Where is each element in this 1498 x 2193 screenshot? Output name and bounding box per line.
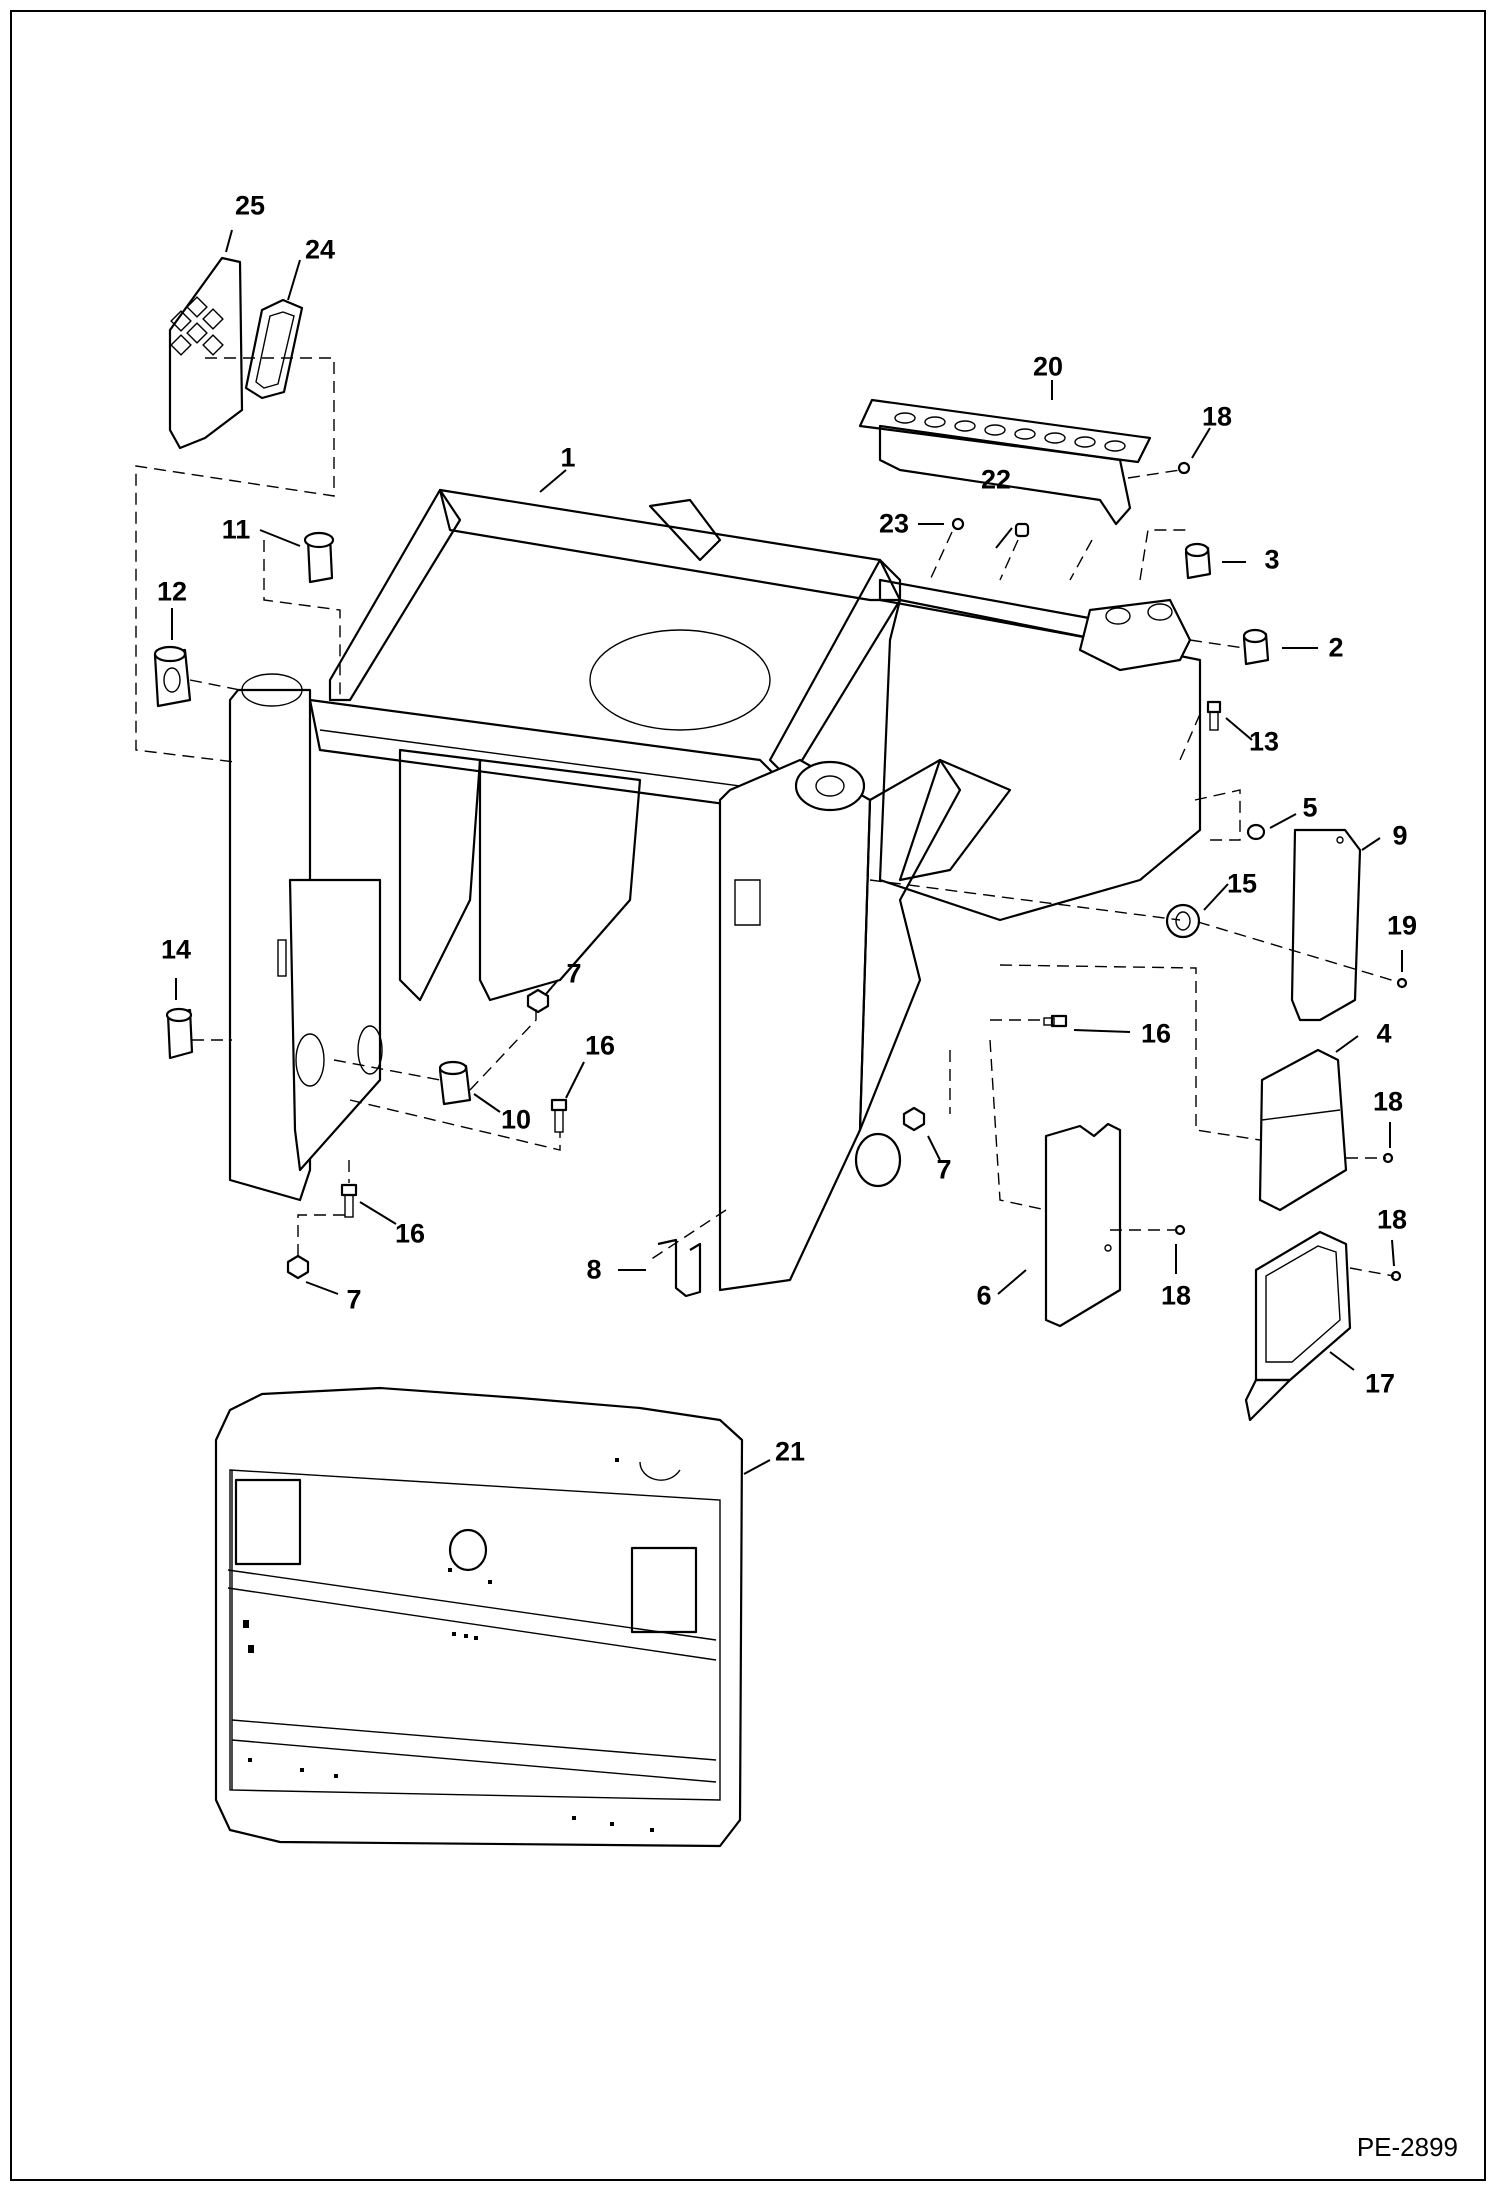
callout-2: 2 <box>1328 632 1344 663</box>
assembly-lines <box>135 357 1399 1277</box>
callout-16: 16 <box>1140 1018 1172 1049</box>
part-18-screw-c <box>1174 1224 1186 1236</box>
callout-9: 9 <box>1392 820 1408 851</box>
rear-pivot-bracket <box>1078 598 1192 672</box>
part-17-housing <box>1244 1230 1352 1422</box>
part-16-bolt-b <box>340 1183 358 1218</box>
callout-10: 10 <box>500 1104 532 1135</box>
callout-7: 7 <box>566 958 582 989</box>
callout-16: 16 <box>584 1030 616 1061</box>
part-5-nut <box>1246 823 1266 841</box>
right-upright <box>718 758 1012 1292</box>
part-20-bracket <box>858 398 1152 526</box>
part-24-gasket <box>244 298 304 400</box>
callout-18: 18 <box>1201 401 1233 432</box>
hardware-fasteners <box>286 461 1408 1282</box>
part-14-bushing <box>165 1007 194 1060</box>
callout-5: 5 <box>1302 792 1318 823</box>
left-upright <box>228 673 383 1202</box>
callout-6: 6 <box>976 1280 992 1311</box>
part-7-nut-a <box>526 988 550 1014</box>
part-12-bushing <box>153 645 192 708</box>
callout-23: 23 <box>878 508 910 539</box>
part-9-cover <box>1290 828 1362 1022</box>
callout-19: 19 <box>1386 910 1418 941</box>
callout-15: 15 <box>1226 868 1258 899</box>
part-25-panel <box>168 256 244 450</box>
callout-18: 18 <box>1372 1086 1404 1117</box>
part-16-bolt-a <box>550 1098 568 1133</box>
callout-11: 11 <box>221 514 251 545</box>
part-16-bolt-c <box>1043 1014 1068 1028</box>
page-border <box>10 10 1486 2181</box>
callout-24: 24 <box>304 234 336 265</box>
part-11-bushing <box>303 531 335 584</box>
callout-1: 1 <box>560 442 576 473</box>
part-19-screw <box>1396 977 1408 989</box>
callout-3: 3 <box>1264 544 1280 575</box>
part-10-bushing <box>438 1060 472 1106</box>
callout-18: 18 <box>1160 1280 1192 1311</box>
part-15-bushing <box>1165 903 1201 939</box>
callout-17: 17 <box>1364 1368 1396 1399</box>
callout-8: 8 <box>586 1254 602 1285</box>
callout-12: 12 <box>156 576 188 607</box>
callout-22: 22 <box>980 464 1012 495</box>
leader-lines <box>171 229 1403 1475</box>
callout-7: 7 <box>936 1154 952 1185</box>
part-6-panel <box>1044 1122 1122 1328</box>
part-7-nut-c <box>286 1254 310 1280</box>
part-4-cover <box>1258 1048 1348 1212</box>
part-22-plug <box>1014 522 1030 538</box>
part-8-clamp <box>657 1238 702 1298</box>
callout-18: 18 <box>1376 1204 1408 1235</box>
part-7-nut-b <box>902 1106 926 1132</box>
callout-14: 14 <box>160 934 192 965</box>
part-23-screw <box>951 517 965 531</box>
callout-7: 7 <box>346 1284 362 1315</box>
figure-code: PE-2899 <box>1356 2132 1458 2162</box>
callout-21: 21 <box>774 1436 806 1467</box>
part-18-screw-a <box>1177 461 1191 475</box>
part-21-front-panel <box>214 1386 744 1848</box>
callout-4: 4 <box>1376 1018 1392 1049</box>
part-3-bushing <box>1184 542 1212 580</box>
part-13-bolt <box>1206 700 1222 731</box>
callout-13: 13 <box>1248 726 1280 757</box>
part-2-bushing <box>1242 628 1270 666</box>
callout-25: 25 <box>234 190 266 221</box>
callout-16: 16 <box>394 1218 426 1249</box>
callout-20: 20 <box>1032 351 1064 382</box>
